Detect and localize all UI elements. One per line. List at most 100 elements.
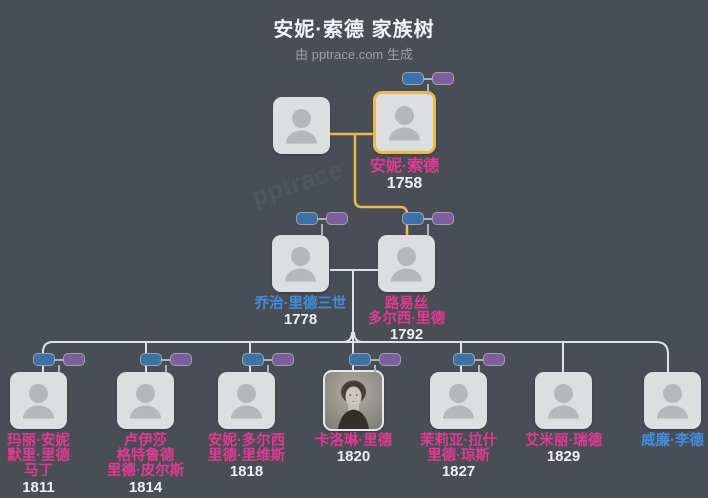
- avatar-placeholder-icon: [657, 384, 688, 419]
- avatar-placeholder-icon: [443, 384, 474, 419]
- connector-children-bus: [42, 341, 669, 372]
- person-card[interactable]: [430, 372, 487, 429]
- person-name: 艾米丽·瑞德: [524, 433, 603, 449]
- badge-link-line: [263, 359, 273, 361]
- person-name: 里德·琼斯: [427, 448, 490, 465]
- collapsed-father-node[interactable]: [140, 353, 162, 366]
- person-name: 安妮·索德: [369, 158, 440, 175]
- collapsed-mother-node[interactable]: [432, 72, 454, 85]
- birth-year: 1814: [128, 478, 163, 496]
- collapsed-parents-group: [140, 353, 192, 372]
- collapsed-parents-group: [242, 353, 294, 372]
- avatar-placeholder-icon: [391, 247, 422, 282]
- connector-root-to-daughter: [353, 134, 409, 236]
- collapsed-parents-group: [402, 72, 454, 95]
- collapsed-mother-node[interactable]: [272, 353, 294, 366]
- person-name: 茉莉亚·拉什: [419, 433, 498, 449]
- person-card[interactable]: [644, 372, 701, 429]
- collapsed-parents-group: [453, 353, 505, 372]
- badge-link-line: [317, 218, 327, 220]
- person-card[interactable]: [10, 372, 67, 429]
- person-card-highlighted[interactable]: [373, 91, 436, 154]
- badge-link-line: [370, 359, 380, 361]
- birth-year: 1827: [441, 463, 476, 481]
- avatar-placeholder-icon: [285, 247, 316, 282]
- badge-link-line: [423, 218, 433, 220]
- person-card-root-spouse[interactable]: [273, 97, 330, 154]
- person-label: 艾米丽·瑞德 1829: [489, 433, 639, 466]
- person-label: 威廉·李德: [598, 433, 708, 449]
- person-label: 安妮·索德 1758: [330, 158, 480, 193]
- avatar-placeholder-icon: [23, 384, 54, 419]
- page-title: 安妮·索德 家族树: [273, 19, 435, 41]
- person-card-root[interactable]: 安妮·索德 1758: [370, 91, 439, 192]
- person-card-child-6[interactable]: 艾米丽·瑞德 1829: [525, 372, 602, 465]
- person-name: 默里·里德: [7, 448, 70, 465]
- badge-link-line: [423, 78, 433, 80]
- collapsed-mother-node[interactable]: [432, 212, 454, 225]
- collapsed-parents-group: [349, 353, 401, 372]
- avatar-placeholder-icon: [130, 384, 161, 419]
- person-label: 乔治·里德三世 1778: [226, 296, 376, 329]
- person-card-child-3[interactable]: 安妮·多尔西 里德·里维斯 1818: [208, 372, 285, 480]
- collapsed-mother-node[interactable]: [326, 212, 348, 225]
- person-name: 里德·里维斯: [207, 448, 286, 465]
- person-card-gen2-father[interactable]: 乔治·里德三世 1778: [255, 235, 346, 328]
- birth-year: 1818: [229, 463, 264, 481]
- birth-year: 1778: [283, 311, 318, 329]
- person-name: 路易丝: [384, 296, 429, 312]
- portrait-photo: [325, 372, 382, 429]
- person-name: 多尔西·里德: [367, 311, 446, 328]
- avatar-placeholder-icon: [389, 106, 420, 141]
- collapsed-mother-node[interactable]: [379, 353, 401, 366]
- connector-junction-fillets: [342, 331, 364, 343]
- collapsed-parents-group: [296, 212, 348, 235]
- collapsed-mother-node[interactable]: [483, 353, 505, 366]
- person-card[interactable]: [272, 235, 329, 292]
- collapsed-father-node[interactable]: [242, 353, 264, 366]
- person-name: 乔治·里德三世: [254, 296, 347, 312]
- collapsed-father-node[interactable]: [402, 212, 424, 225]
- person-card[interactable]: [273, 97, 330, 154]
- person-card[interactable]: [378, 235, 435, 292]
- badge-link-line: [161, 359, 171, 361]
- collapsed-father-node[interactable]: [402, 72, 424, 85]
- badge-stub-line: [374, 365, 376, 372]
- person-card-child-5[interactable]: 茉莉亚·拉什 里德·琼斯 1827: [420, 372, 497, 480]
- avatar-placeholder-icon: [548, 384, 579, 419]
- birth-year: 1811: [22, 478, 55, 496]
- collapsed-father-node[interactable]: [296, 212, 318, 225]
- collapsed-parents-group: [402, 212, 454, 235]
- collapsed-mother-node[interactable]: [63, 353, 85, 366]
- person-card-child-2[interactable]: 卢伊莎 格特鲁德 里德·皮尔斯 1814: [107, 372, 184, 495]
- person-card-gen2-mother[interactable]: 路易丝 多尔西·里德 1792: [368, 235, 445, 343]
- person-card[interactable]: [218, 372, 275, 429]
- avatar-placeholder-icon: [231, 384, 262, 419]
- collapsed-father-node[interactable]: [453, 353, 475, 366]
- collapsed-father-node[interactable]: [349, 353, 371, 366]
- person-name: 安妮·多尔西: [207, 433, 286, 449]
- badge-stub-line: [165, 365, 167, 372]
- person-name: 里德·皮尔斯: [106, 463, 185, 480]
- person-card-with-photo[interactable]: [323, 370, 384, 431]
- person-label: 卡洛琳·里德 1820: [279, 433, 429, 466]
- person-label: 玛丽·安妮 默里·里德 马丁 1811: [0, 433, 114, 496]
- person-card-child-7[interactable]: 威廉·李德: [641, 372, 704, 449]
- person-card-child-1[interactable]: 玛丽·安妮 默里·里德 马丁 1811: [7, 372, 70, 495]
- birth-year: 1758: [386, 175, 423, 192]
- badge-link-line: [54, 359, 64, 361]
- badge-stub-line: [58, 365, 60, 372]
- badge-link-line: [474, 359, 484, 361]
- person-name: 格特鲁德: [116, 448, 175, 465]
- badge-stub-line: [478, 365, 480, 372]
- person-card-child-4[interactable]: 卡洛琳·里德 1820: [315, 370, 392, 465]
- collapsed-mother-node[interactable]: [170, 353, 192, 366]
- person-name: 卢伊莎: [123, 433, 168, 449]
- person-name: 卡洛琳·里德: [314, 433, 393, 449]
- avatar-placeholder-icon: [286, 109, 317, 144]
- collapsed-father-node[interactable]: [33, 353, 55, 366]
- person-card[interactable]: [535, 372, 592, 429]
- person-name: 玛丽·安妮: [7, 433, 70, 449]
- person-card[interactable]: [117, 372, 174, 429]
